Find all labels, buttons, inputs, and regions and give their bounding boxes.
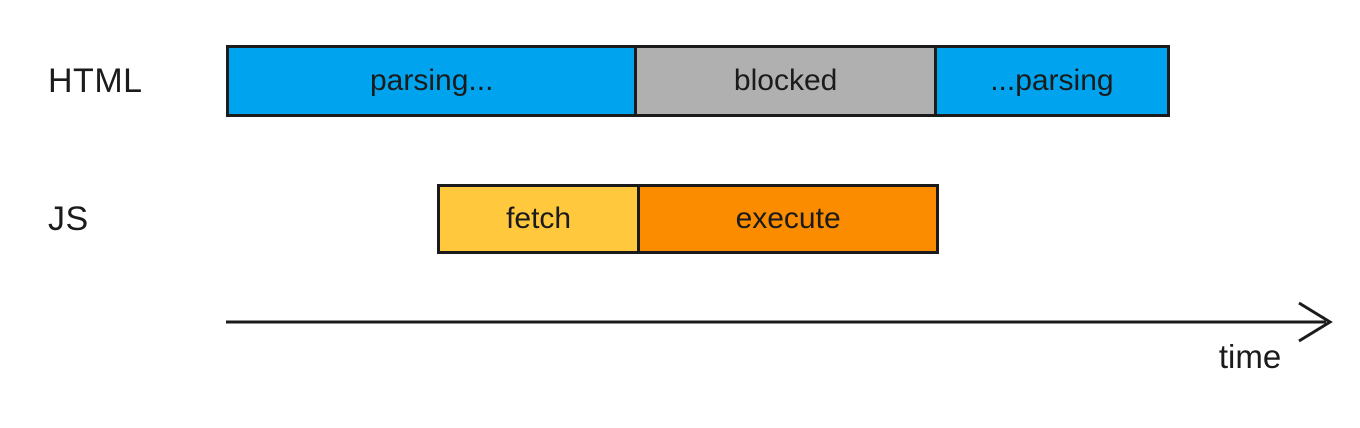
segment-execute-label: execute xyxy=(735,202,841,235)
segment-execute: execute xyxy=(637,187,936,251)
segment-parsing-after-label: ...parsing xyxy=(990,64,1114,97)
segment-fetch: fetch xyxy=(440,187,638,251)
row-label-js: JS xyxy=(48,199,89,238)
js-timeline-bar: fetch execute xyxy=(437,184,939,254)
segment-parsing-before: parsing... xyxy=(229,48,635,114)
segment-fetch-label: fetch xyxy=(506,202,572,235)
time-axis-label: time xyxy=(1218,338,1282,375)
html-timeline-bar: parsing... blocked ...parsing xyxy=(226,45,1170,117)
segment-parsing-after: ...parsing xyxy=(933,48,1167,114)
segment-parsing-before-label: parsing... xyxy=(370,64,494,97)
segment-blocked: blocked xyxy=(634,48,934,114)
segment-blocked-label: blocked xyxy=(733,64,838,97)
row-label-html: HTML xyxy=(48,61,143,100)
